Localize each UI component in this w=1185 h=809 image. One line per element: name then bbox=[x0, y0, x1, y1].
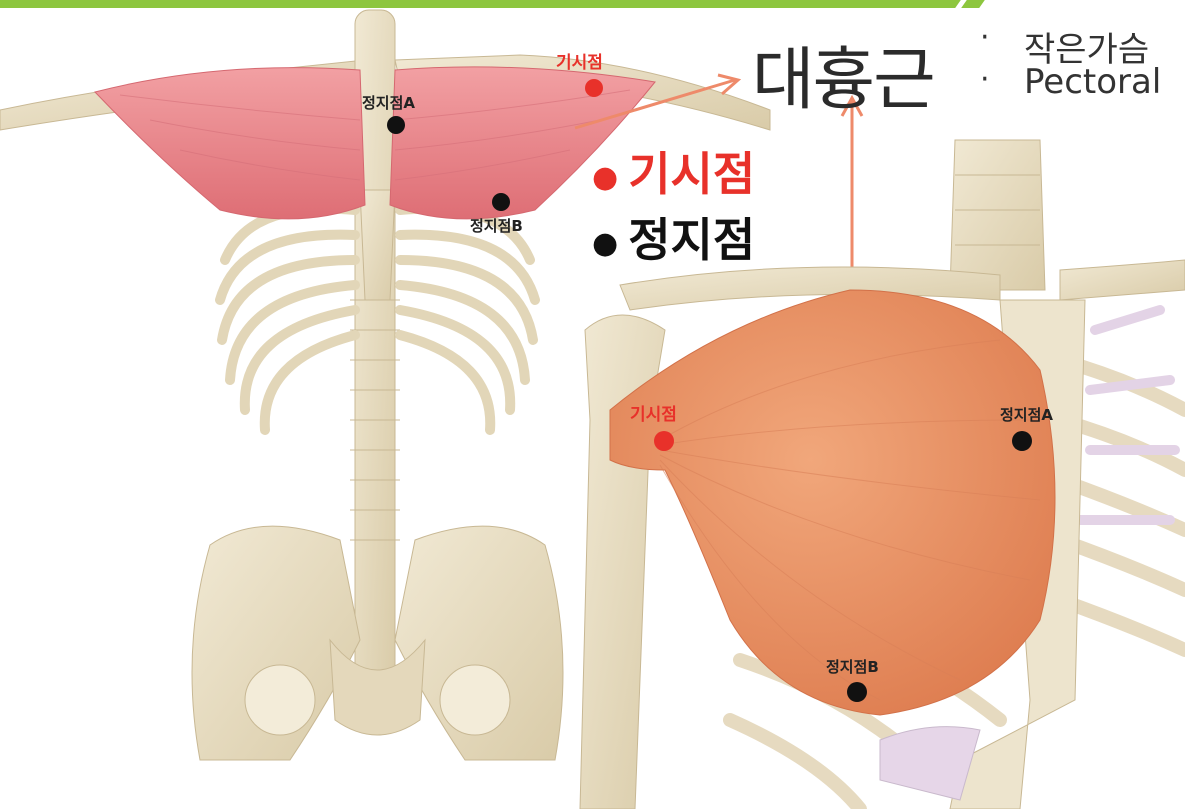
left-insertion-a-dot bbox=[387, 116, 405, 134]
separator-dot: · bbox=[980, 20, 990, 55]
right-insertion-b-dot bbox=[847, 682, 867, 702]
right-insertion-a-dot bbox=[1012, 431, 1032, 451]
legend-insertion: ● 정지점 bbox=[592, 204, 755, 270]
legend-origin: ● 기시점 bbox=[592, 138, 755, 204]
left-origin-dot bbox=[585, 79, 603, 97]
legend-origin-label: 기시점 bbox=[628, 147, 755, 201]
legend-insertion-label: 정지점 bbox=[628, 213, 755, 267]
separator-dot: · bbox=[980, 62, 990, 97]
legend-insertion-bullet: ● bbox=[592, 226, 618, 261]
right-insertion-a-label: 정지점A bbox=[1000, 404, 1053, 425]
right-pectoralis-muscle bbox=[610, 290, 1055, 715]
left-insertion-a-label: 정지점A bbox=[362, 92, 415, 113]
right-insertion-b-label: 정지점B bbox=[826, 656, 879, 677]
left-insertion-b-label: 정지점B bbox=[470, 215, 523, 236]
legend-origin-bullet: ● bbox=[592, 160, 618, 195]
left-insertion-b-dot bbox=[492, 193, 510, 211]
right-origin-label: 기시점 bbox=[630, 400, 677, 425]
title-sub-english: Pectoral bbox=[1024, 62, 1161, 102]
page-title: 대흉근 bbox=[752, 24, 934, 123]
left-origin-label: 기시점 bbox=[556, 48, 603, 73]
right-origin-dot bbox=[654, 431, 674, 451]
